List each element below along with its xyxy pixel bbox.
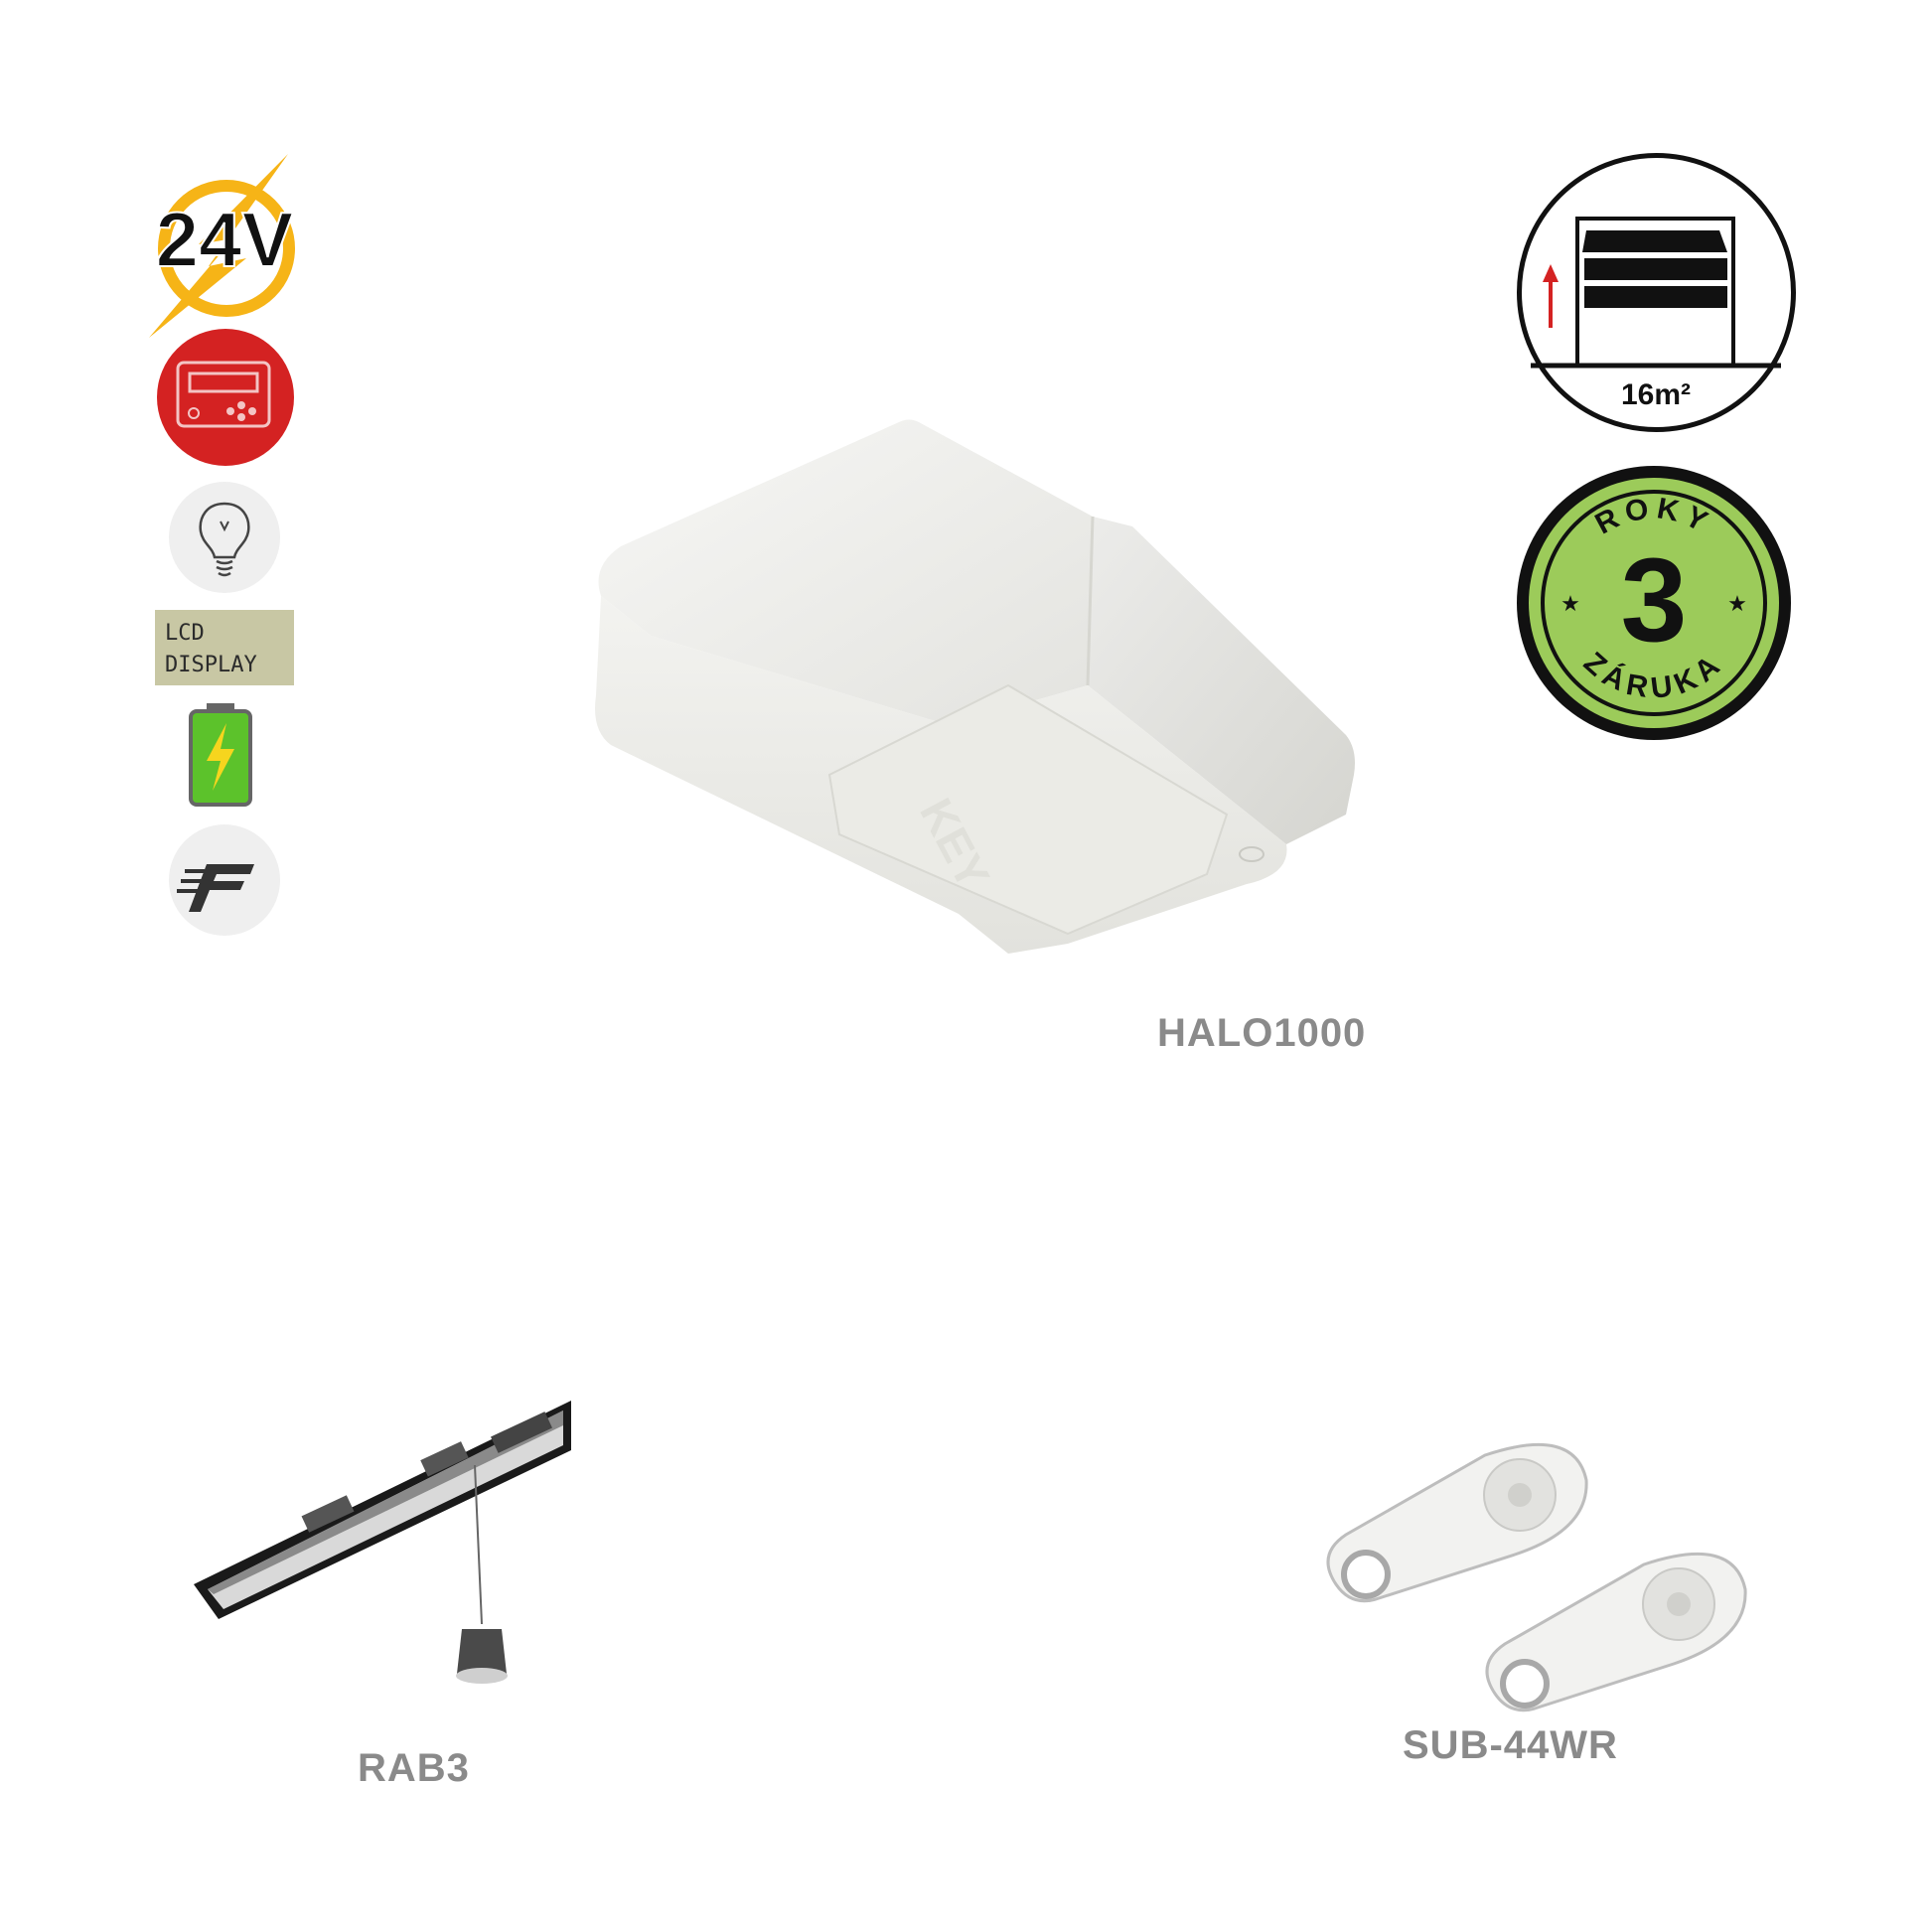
24v-lightning-icon: 24V bbox=[149, 154, 295, 338]
lcd-display-icon: LCD DISPLAY bbox=[155, 610, 294, 685]
door-area-value: 16m² bbox=[1621, 378, 1691, 411]
fast-f-icon bbox=[169, 824, 280, 936]
warranty-number: 3 bbox=[1621, 533, 1688, 667]
motor-name: HALO1000 bbox=[1157, 1011, 1367, 1055]
voltage-label: 24V bbox=[156, 196, 294, 283]
battery-icon bbox=[189, 703, 252, 807]
lcd-line-1: LCD bbox=[165, 621, 205, 646]
svg-text:★: ★ bbox=[1727, 591, 1747, 616]
rail-name: RAB3 bbox=[358, 1746, 470, 1790]
garage-motor-image: KEY bbox=[595, 419, 1355, 954]
remote-name: SUB-44WR bbox=[1403, 1723, 1618, 1767]
lcd-line-2: DISPLAY bbox=[165, 653, 257, 677]
remote-control-image bbox=[1326, 1442, 1747, 1712]
rail-image bbox=[194, 1401, 571, 1684]
control-board-icon bbox=[157, 329, 294, 466]
garage-door-icon: 16m² bbox=[1517, 153, 1796, 432]
light-bulb-icon bbox=[169, 482, 280, 593]
svg-text:★: ★ bbox=[1560, 591, 1580, 616]
warranty-badge-icon: ROKY ZÁRUKA 3 ★ ★ bbox=[1517, 466, 1791, 740]
